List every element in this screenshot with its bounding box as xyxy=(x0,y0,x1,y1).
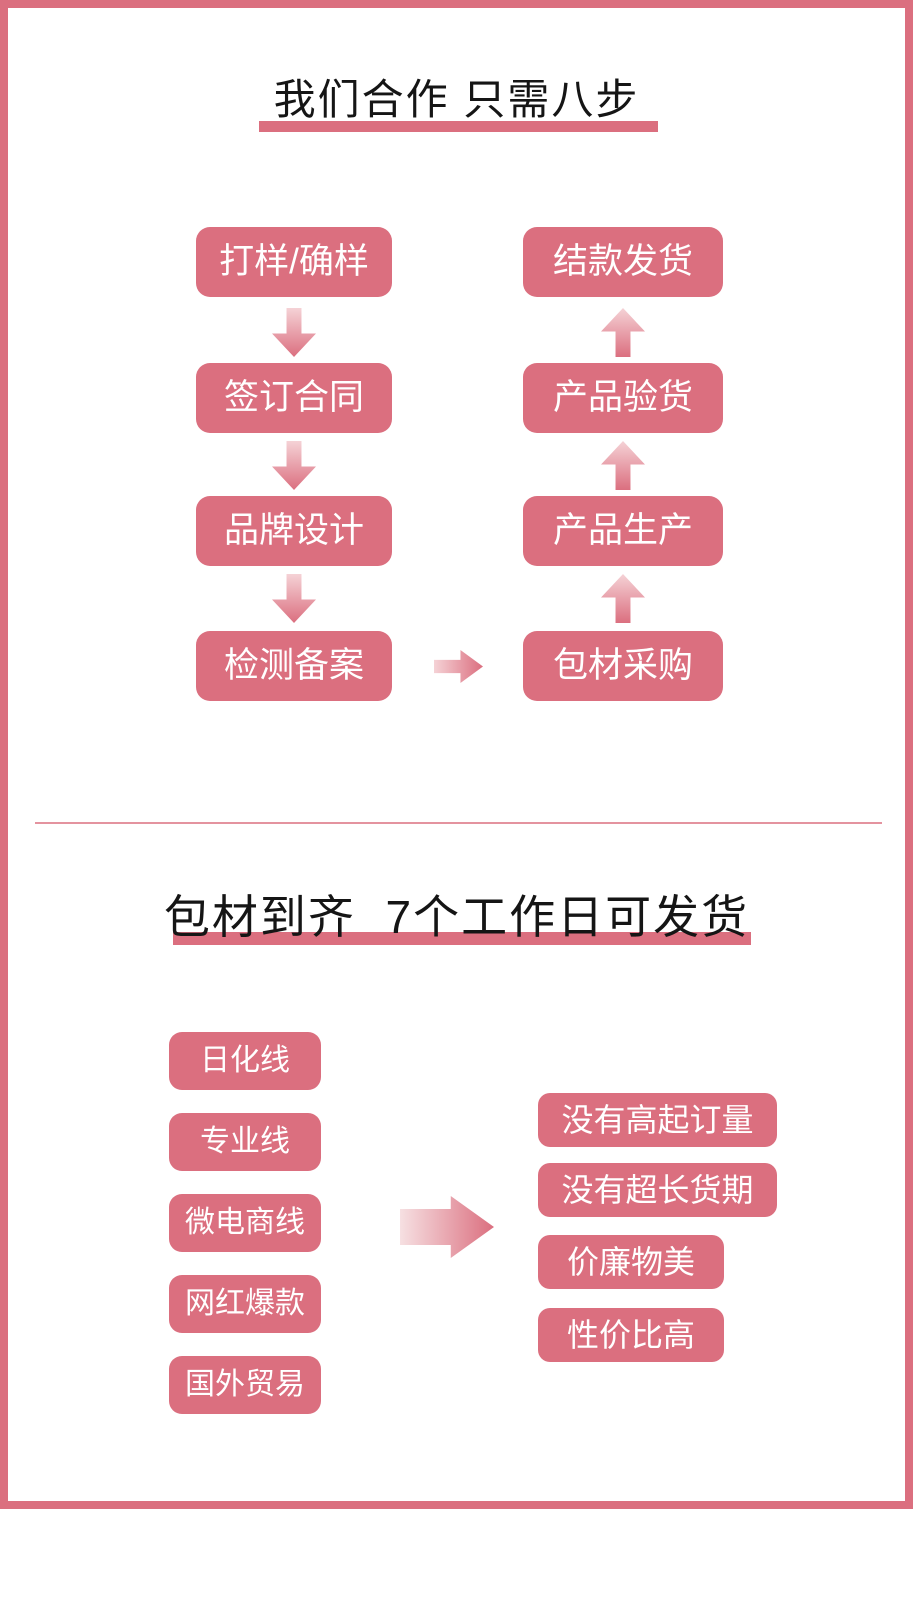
product-line-box-influencer-hit: 网红爆款 xyxy=(169,1275,321,1333)
benefit-box-cost-effective: 性价比高 xyxy=(538,1308,724,1362)
section2-title: 包材到齐 7个工作日可发货 xyxy=(163,891,750,943)
product-line-box-foreign-trade: 国外贸易 xyxy=(169,1356,321,1414)
step-box-sampling: 打样/确样 xyxy=(196,227,392,297)
step-box-contract: 签订合同 xyxy=(196,363,392,433)
section-divider xyxy=(35,822,882,824)
section1-title-underline xyxy=(259,121,658,132)
step-box-production: 产品生产 xyxy=(523,496,723,566)
product-line-box-daily-chemical: 日化线 xyxy=(169,1032,321,1090)
section1-title: 我们合作 只需八步 xyxy=(273,76,640,123)
step-box-payment-shipping: 结款发货 xyxy=(523,227,723,297)
product-line-box-micro-ecommerce: 微电商线 xyxy=(169,1194,321,1252)
benefit-box-cheap-and-good: 价廉物美 xyxy=(538,1235,724,1289)
page-border-frame xyxy=(0,0,913,1509)
step-box-packaging-purchase: 包材采购 xyxy=(523,631,723,701)
step-box-brand-design: 品牌设计 xyxy=(196,496,392,566)
benefit-box-no-high-moq: 没有高起订量 xyxy=(538,1093,777,1147)
step-box-inspection: 产品验货 xyxy=(523,363,723,433)
benefit-box-no-long-leadtime: 没有超长货期 xyxy=(538,1163,777,1217)
product-line-box-professional: 专业线 xyxy=(169,1113,321,1171)
section2-title-underline xyxy=(173,932,751,945)
step-box-testing-filing: 检测备案 xyxy=(196,631,392,701)
